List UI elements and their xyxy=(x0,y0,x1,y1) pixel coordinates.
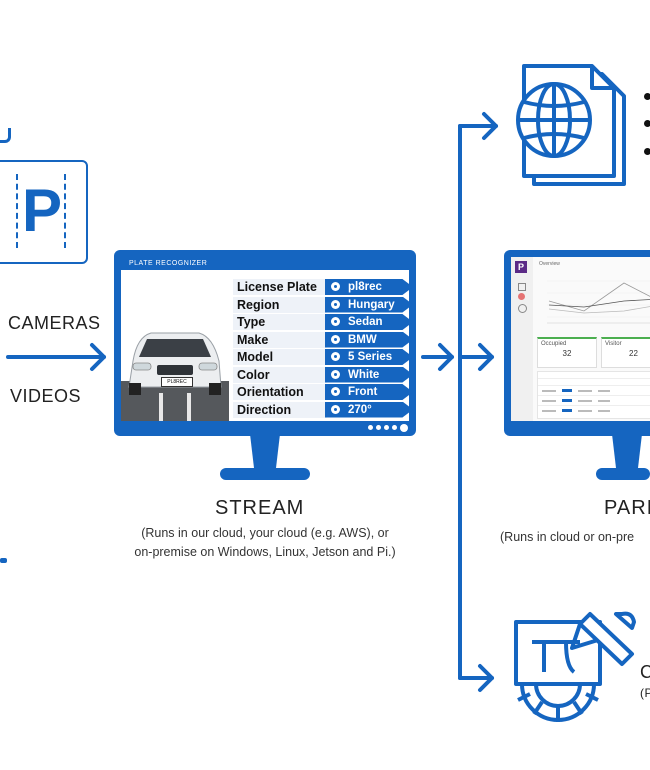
partial-blue-mark-top xyxy=(0,128,11,143)
attr-row-license-plate: License Plate pl8rec xyxy=(233,279,413,295)
mid-branch-head xyxy=(478,343,494,371)
parking-icon: P xyxy=(0,160,88,264)
attr-row-direction: Direction 270° xyxy=(233,401,413,418)
overview-chart xyxy=(547,280,650,324)
parkpow-screen: P Overview Occupied 32 Visitor 22 xyxy=(511,257,650,421)
attr-value-badge: 5 Series xyxy=(325,349,413,365)
top-branch-head xyxy=(482,112,498,140)
stream-monitor: PLATE RECOGNIZER PL8REC License Plate pl xyxy=(114,250,416,436)
visitor-value: 22 xyxy=(629,349,638,358)
attr-value-badge: 270° xyxy=(325,401,413,418)
stream-subtitle-2: on-premise on Windows, Linux, Jetson and… xyxy=(134,545,396,559)
stream-title: STREAM xyxy=(215,497,305,519)
attr-name: Make xyxy=(233,331,327,348)
attr-name: Direction xyxy=(233,401,327,418)
overview-label: Overview xyxy=(539,261,560,267)
parkpow-monitor-stand xyxy=(596,434,650,480)
attr-row-make: Make BMW xyxy=(233,331,413,348)
attr-name: Color xyxy=(233,366,327,383)
radio-dot-icon xyxy=(331,282,340,291)
sidebar-icon-1 xyxy=(518,283,526,291)
stream-screen: PLATE RECOGNIZER PL8REC License Plate pl xyxy=(121,257,413,421)
car-plate-text: PL8REC xyxy=(161,377,193,387)
attr-name: Region xyxy=(233,296,327,313)
monitor-status-dots xyxy=(368,423,408,432)
occupied-label: Occupied xyxy=(541,341,567,347)
attr-value: pl8rec xyxy=(348,281,382,293)
web-document-icon xyxy=(516,64,626,186)
parking-letter: P xyxy=(22,177,63,244)
attr-row-orientation: Orientation Front xyxy=(233,384,413,400)
stream-out-arrow-head xyxy=(438,343,454,371)
attr-name: Orientation xyxy=(233,384,327,400)
radio-dot-icon xyxy=(331,404,340,414)
dashboard-table xyxy=(537,371,650,419)
partial-blue-mark-bottom xyxy=(0,558,7,563)
attr-value: 5 Series xyxy=(348,351,393,363)
attr-name: License Plate xyxy=(233,279,327,295)
sidebar-icon-3 xyxy=(518,304,527,313)
attr-row-type: Type Sedan xyxy=(233,314,413,330)
visitor-label: Visitor xyxy=(605,341,622,347)
plate-recognizer-header: PLATE RECOGNIZER xyxy=(121,257,409,270)
attr-value-badge: Front xyxy=(325,384,413,400)
bullet-dot-2 xyxy=(644,120,650,127)
attr-value: White xyxy=(348,368,380,381)
bottom-branch-head xyxy=(478,664,494,692)
attr-value-badge: Hungary xyxy=(325,296,413,313)
stream-subtitle-1: (Runs in our cloud, your cloud (e.g. AWS… xyxy=(141,526,389,540)
attr-value: BMW xyxy=(348,333,377,346)
stream-monitor-stand xyxy=(220,434,310,480)
attr-value-badge: Sedan xyxy=(325,314,413,330)
bullet-dot-3 xyxy=(644,148,650,155)
attr-name: Type xyxy=(233,314,327,330)
radio-dot-icon xyxy=(331,317,340,326)
input-arrow-head xyxy=(90,343,106,371)
attr-value-badge: BMW xyxy=(325,331,413,348)
parkpow-monitor: P Overview Occupied 32 Visitor 22 xyxy=(504,250,650,436)
bullet-dot-1 xyxy=(644,93,650,100)
attr-value-badge: White xyxy=(325,366,413,383)
visitor-card: Visitor 22 xyxy=(601,337,650,368)
parkpow-subtitle: (Runs in cloud or on-pre xyxy=(500,530,635,544)
attribute-table: License Plate pl8rec Region Hungary Type… xyxy=(233,279,413,419)
attr-value: Sedan xyxy=(348,316,383,328)
videos-label: VIDEOS xyxy=(10,386,82,406)
attr-row-model: Model 5 Series xyxy=(233,349,413,365)
car-image: PL8REC xyxy=(121,317,229,421)
attr-row-color: Color White xyxy=(233,366,413,383)
dashboard-sidebar: P xyxy=(511,257,533,421)
attr-name: Model xyxy=(233,349,327,365)
radio-dot-icon xyxy=(331,334,340,344)
radio-dot-icon xyxy=(331,387,340,396)
code-subtitle: (P xyxy=(640,686,650,700)
cameras-label: CAMERAS xyxy=(8,313,101,333)
attr-value: Front xyxy=(348,386,378,398)
occupied-card: Occupied 32 xyxy=(537,337,597,368)
parkpow-title: PARI xyxy=(604,497,650,519)
parkpow-logo: P xyxy=(515,261,527,273)
radio-dot-icon xyxy=(331,352,340,361)
attr-value: 270° xyxy=(348,403,372,416)
sidebar-icon-2 xyxy=(518,293,525,300)
occupied-value: 32 xyxy=(562,349,572,358)
radio-dot-icon xyxy=(331,369,340,379)
sdk-gear-icon xyxy=(514,611,636,722)
attr-row-region: Region Hungary xyxy=(233,296,413,313)
attr-value-badge: pl8rec xyxy=(325,279,413,295)
attr-value: Hungary xyxy=(348,298,395,311)
radio-dot-icon xyxy=(331,299,340,309)
code-title: C xyxy=(640,662,650,682)
